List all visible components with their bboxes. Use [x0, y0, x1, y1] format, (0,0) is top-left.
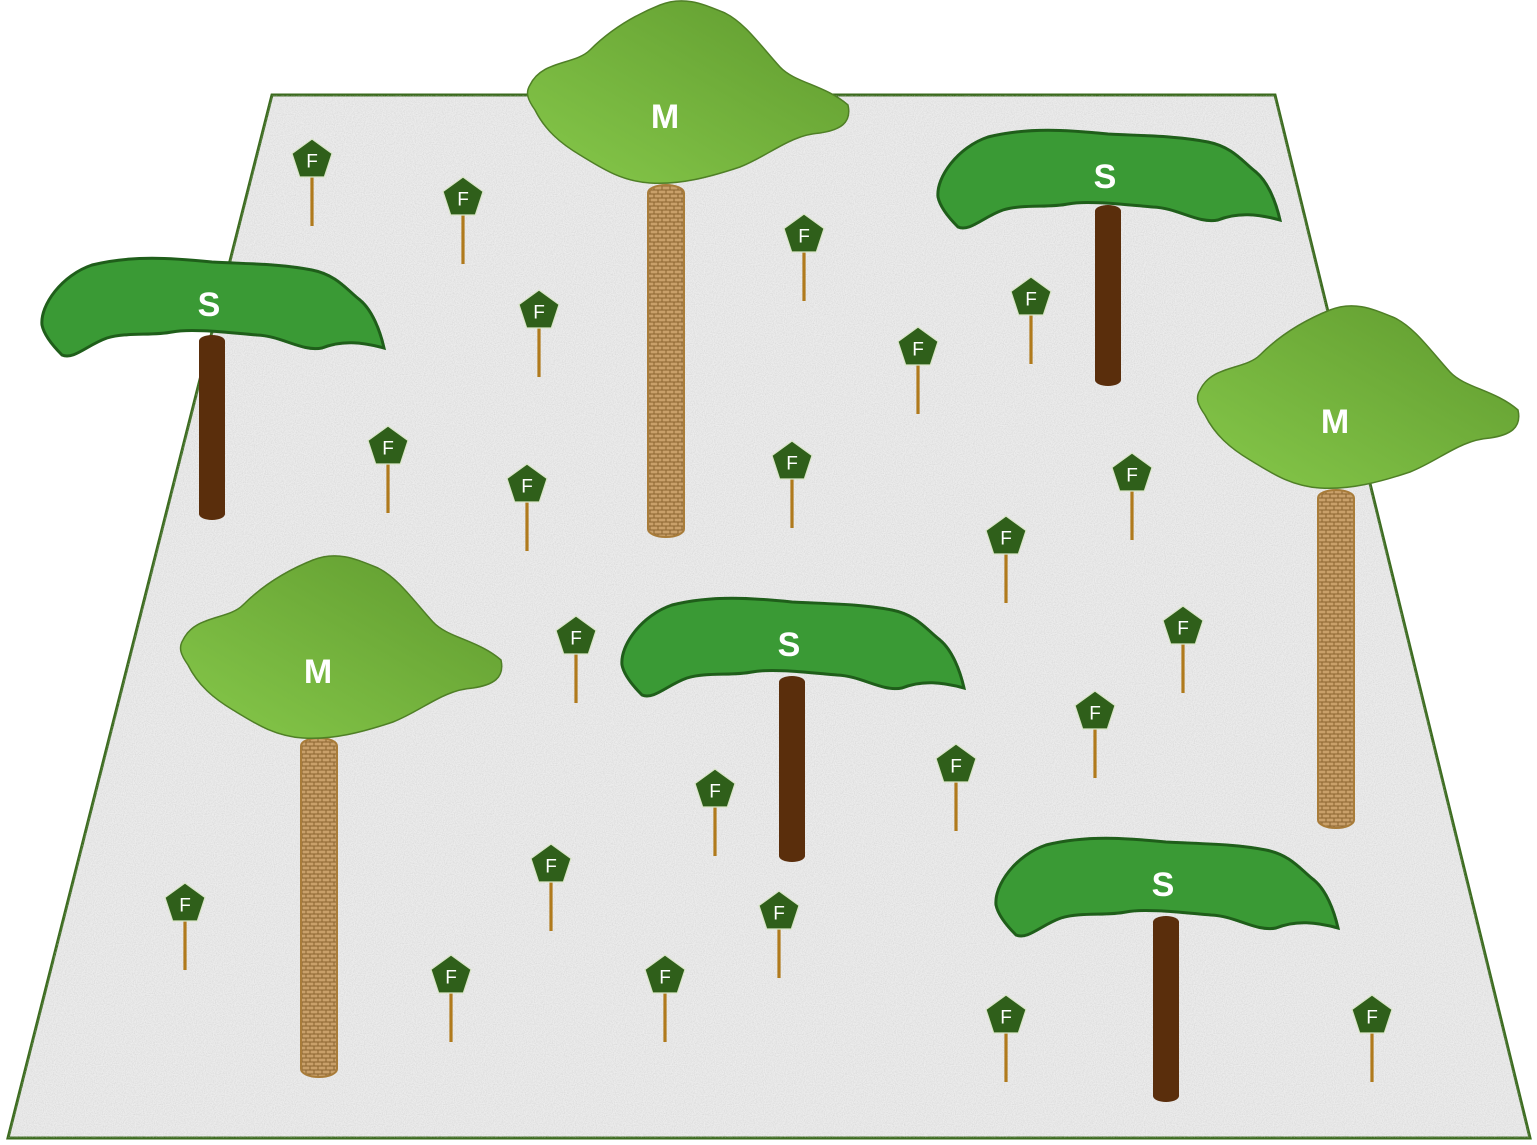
fern-label: F	[1025, 290, 1037, 311]
fern-stem	[1004, 1026, 1007, 1082]
medium-tree-label: M	[1321, 403, 1349, 441]
tree-trunk	[779, 676, 805, 862]
fern-stem	[790, 472, 793, 528]
tree-trunk	[199, 335, 225, 520]
fern-label: F	[570, 629, 582, 650]
fern-stem	[310, 170, 313, 226]
fern-label: F	[950, 757, 962, 778]
medium-tree-label: M	[304, 653, 332, 691]
fern-stem	[713, 800, 716, 856]
fern-label: F	[533, 303, 545, 324]
fern-stem	[954, 775, 957, 831]
fern-label: F	[1177, 619, 1189, 640]
fern-label: F	[773, 904, 785, 925]
tree-trunk	[1153, 916, 1179, 1102]
fern-stem	[802, 245, 805, 301]
fern-stem	[183, 914, 186, 970]
fern-label: F	[382, 439, 394, 460]
fern-label: F	[786, 454, 798, 475]
fern-stem	[449, 986, 452, 1042]
fern-stem	[1181, 637, 1184, 693]
fern-stem	[537, 321, 540, 377]
fern-stem	[1029, 308, 1032, 364]
fern-label: F	[306, 152, 318, 173]
fern-label: F	[1089, 704, 1101, 725]
fern-label: F	[521, 477, 533, 498]
fern-label: F	[912, 340, 924, 361]
fern-label: F	[1126, 466, 1138, 487]
short-tree-label: S	[1094, 158, 1117, 196]
fern-stem	[1130, 484, 1133, 540]
fern-stem	[1093, 722, 1096, 778]
fern-label: F	[798, 227, 810, 248]
fern-stem	[1370, 1026, 1373, 1082]
fern-stem	[549, 875, 552, 931]
fern-stem	[574, 647, 577, 703]
fern-label: F	[179, 896, 191, 917]
fern-stem	[777, 922, 780, 978]
short-tree-label: S	[778, 626, 801, 664]
fern-label: F	[545, 857, 557, 878]
fern-stem	[386, 457, 389, 513]
fern-label: F	[457, 190, 469, 211]
fern-stem	[525, 495, 528, 551]
fern-stem	[916, 358, 919, 414]
short-tree-label: S	[198, 286, 221, 324]
tree-trunk	[648, 185, 684, 537]
medium-tree-label: M	[651, 98, 679, 136]
fern-label: F	[445, 968, 457, 989]
fern-label: F	[1000, 529, 1012, 550]
tree-trunk	[1095, 205, 1121, 386]
tree-trunk	[1318, 490, 1354, 828]
fern-label: F	[1000, 1008, 1012, 1029]
tree-trunk	[301, 738, 337, 1077]
fern-stem	[1004, 547, 1007, 603]
fern-label: F	[1366, 1008, 1378, 1029]
fern-label: F	[709, 782, 721, 803]
fern-stem	[461, 208, 464, 264]
fern-stem	[663, 986, 666, 1042]
short-tree-label: S	[1152, 866, 1175, 904]
fern-label: F	[659, 968, 671, 989]
